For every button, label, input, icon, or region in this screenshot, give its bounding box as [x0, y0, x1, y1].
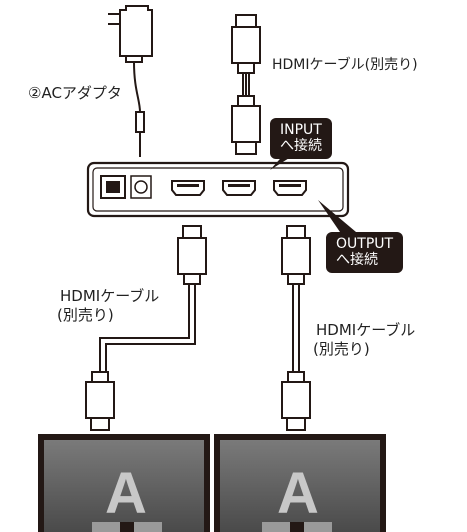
output-callout: OUTPUT へ接続: [326, 232, 404, 273]
monitor-left-letter: A: [105, 461, 147, 526]
hdmi-cable-output-left-icon: [85, 225, 207, 431]
power-switch-icon: [100, 175, 126, 199]
hdmi-port-output2-icon: [273, 180, 307, 196]
input-callout-line1: INPUT: [280, 122, 322, 138]
monitor-right-letter: A: [277, 461, 319, 526]
hdmi-port-output1-icon: [222, 180, 256, 196]
hdmi-cable-right-label-line1: HDMIケーブル: [316, 321, 416, 339]
hdmi-splitter-device: [86, 161, 350, 218]
dc-jack-icon: [130, 175, 152, 199]
hdmi-port-input-icon: [171, 180, 205, 196]
hdmi-cable-output-right-icon: [281, 225, 311, 431]
hdmi-cable-top-label: HDMIケーブル(別売り): [272, 57, 418, 73]
hdmi-cable-left-label-line1: HDMIケーブル: [60, 287, 160, 305]
monitor-left: [38, 434, 210, 532]
input-callout: INPUT へ接続: [270, 118, 332, 159]
hdmi-cable-right-label-line2: (別売り): [313, 340, 370, 358]
ac-adapter-label: ②ACアダプタ: [28, 84, 122, 102]
output-callout-pointer: [318, 200, 356, 232]
hdmi-cable-input-icon: [231, 14, 261, 155]
monitor-right: [214, 434, 386, 532]
ac-adapter-icon: [108, 5, 153, 157]
input-callout-line2: へ接続: [280, 138, 322, 154]
hdmi-cable-left-label-line2: (別売り): [57, 306, 114, 324]
output-callout-line2: へ接続: [336, 252, 378, 268]
output-callout-line1: OUTPUT: [336, 236, 394, 252]
